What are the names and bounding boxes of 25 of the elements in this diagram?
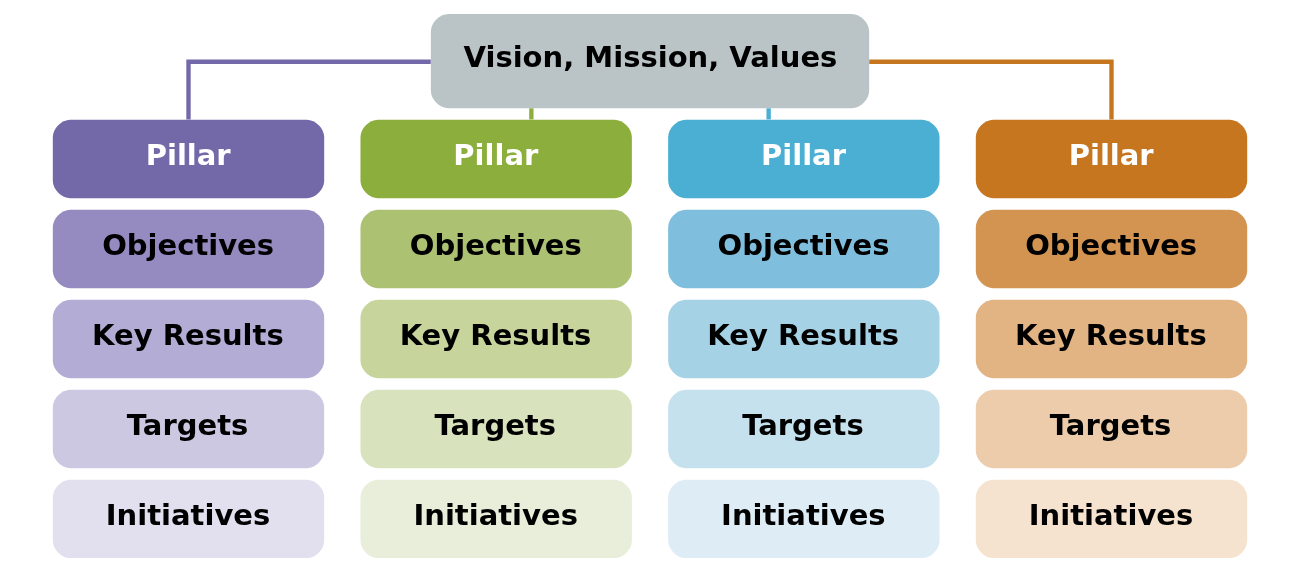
node-box: Objectives [52,209,324,289]
node-box: Pillar [359,119,632,199]
node-box: Initiatives [52,479,324,559]
node-box: Key Results [359,299,632,379]
node-box: Initiatives [975,479,1247,559]
connector [185,59,431,120]
node-box: Targets [52,389,324,469]
node-box: Initiatives [359,479,632,559]
node-box: Targets [667,389,940,469]
node-box: Key Results [52,299,324,379]
node-box: Targets [359,389,632,469]
node-box: Objectives [667,209,940,289]
node-box: Pillar [667,119,940,199]
node-box: Targets [975,389,1247,469]
node-box: Objectives [975,209,1247,289]
node-box: Pillar [975,119,1247,199]
connector [765,108,771,120]
node-box: Vision, Mission, Values [430,13,869,109]
node-box: Pillar [52,119,324,199]
node-box: Key Results [667,299,940,379]
node-box: Initiatives [667,479,940,559]
node-box: Objectives [359,209,632,289]
connector [868,59,1114,120]
node-box: Key Results [975,299,1247,379]
connector [528,108,534,120]
